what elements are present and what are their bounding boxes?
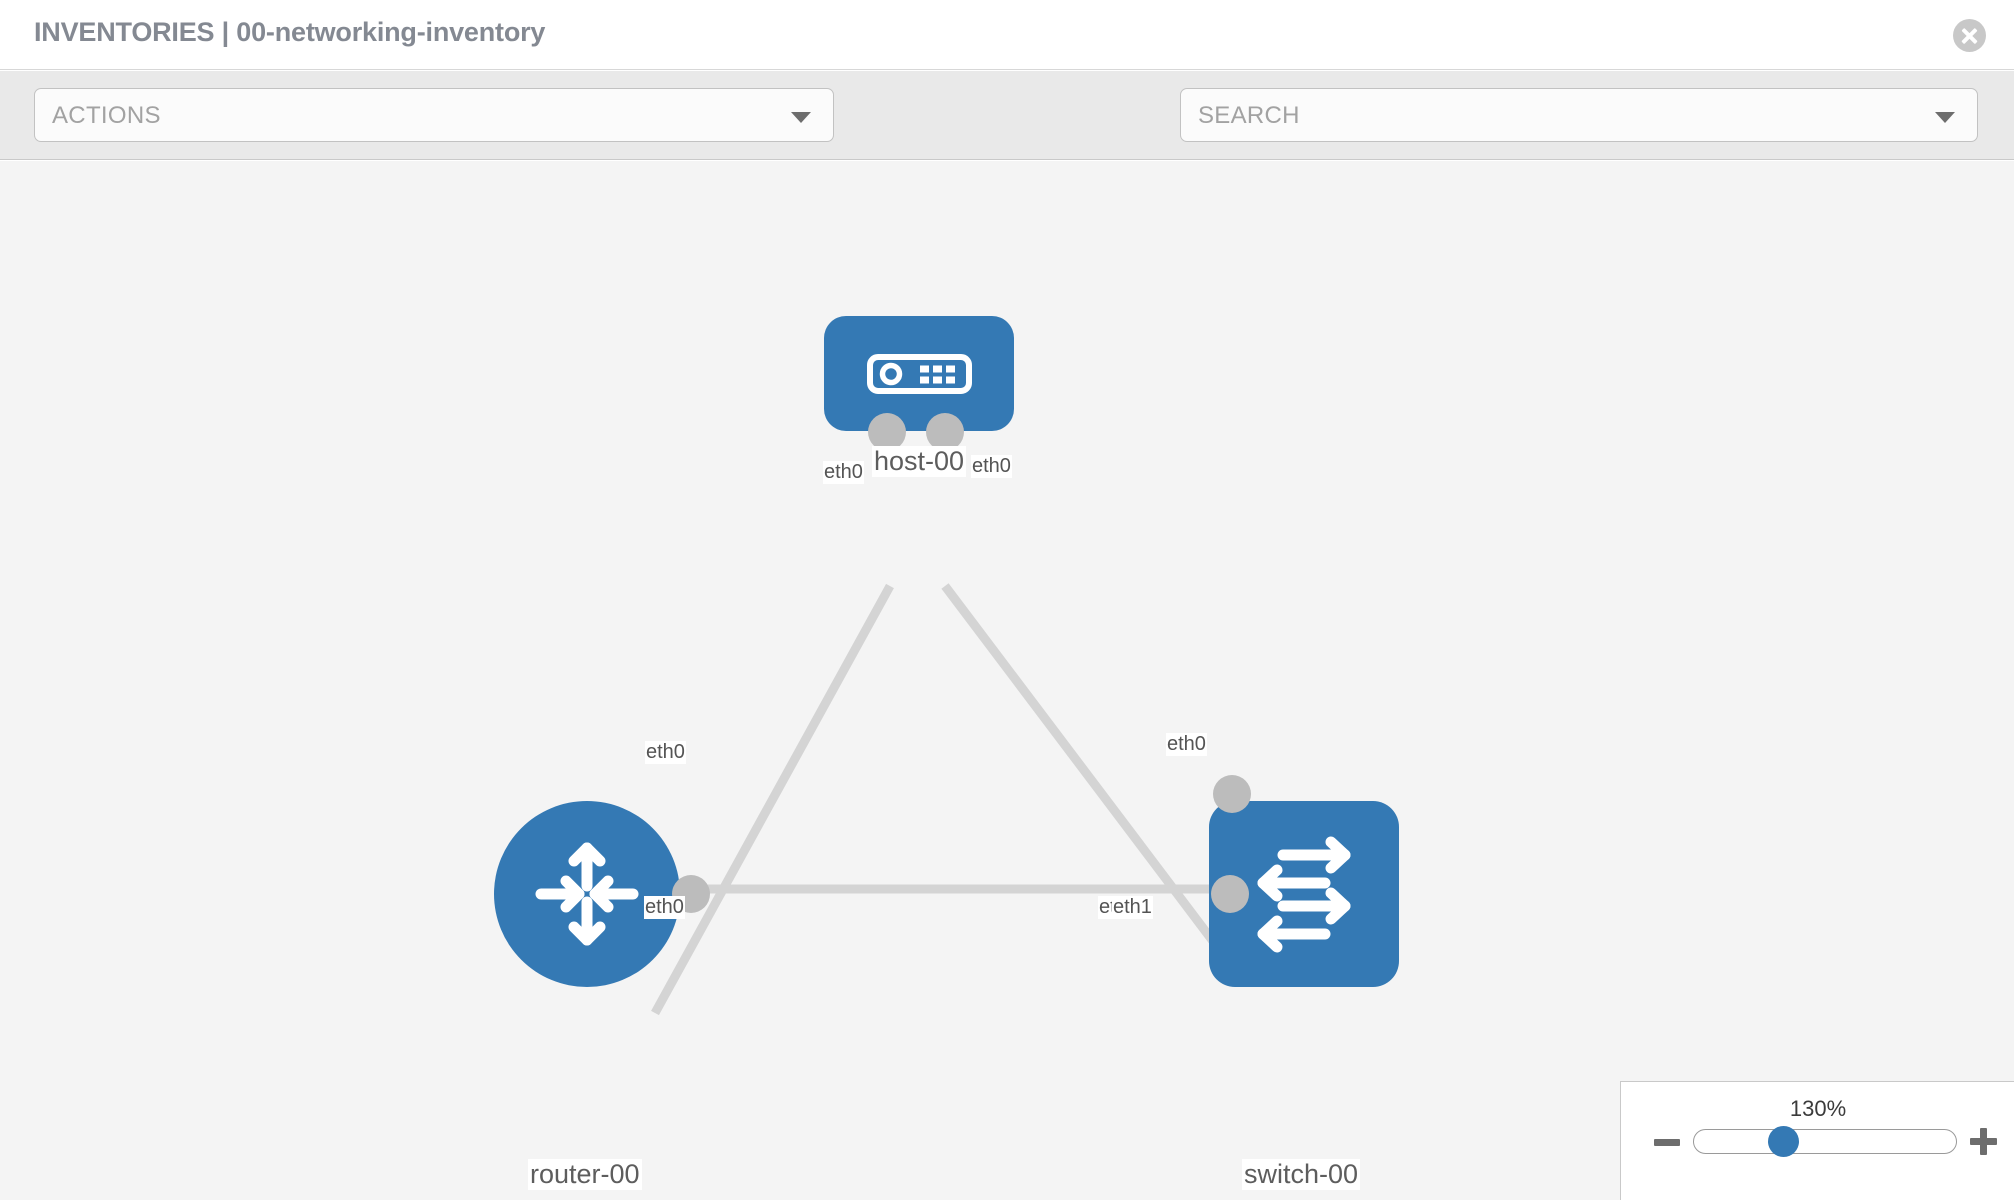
zoom-level-value: 130% [1789,1096,1847,1121]
port-connector-host-right[interactable] [926,413,964,451]
port-label-router-right: eth0 [644,896,685,919]
zoom-control-panel: 130% [1620,1081,2014,1200]
close-icon[interactable] [1953,19,1986,52]
port-connector-host-left[interactable] [868,413,906,451]
search-dropdown[interactable]: SEARCH [1180,88,1978,142]
node-host-00[interactable] [824,316,1014,431]
edge-host-switch[interactable] [941,583,1247,984]
toolbar: ACTIONS SEARCH [0,71,2014,202]
node-label-switch-00: switch-00 [1242,1159,1361,1190]
router-arrows-icon [535,842,639,946]
topology-edges [651,583,1247,1016]
actions-dropdown-label: ACTIONS [52,102,161,129]
node-label-host-00: host-00 [872,446,967,477]
router-node-shape[interactable] [494,801,680,987]
port-connector-switch-up[interactable] [1213,775,1251,813]
node-router-00[interactable] [494,801,680,987]
actions-dropdown[interactable]: ACTIONS [34,88,834,142]
port-label-switch-up: eth0 [1166,733,1207,756]
page-header: INVENTORIES | 00-networking-inventory [0,0,2014,70]
node-label-router-00: router-00 [528,1159,642,1190]
port-label-host-left: eth0 [823,461,864,484]
topology-canvas[interactable]: host-00 eth0 eth0 router-00 eth0 eth0 [0,161,2014,1200]
zoom-slider-thumb[interactable] [1768,1126,1799,1157]
search-input-placeholder: SEARCH [1198,102,1300,129]
plus-icon[interactable] [1970,1128,1997,1155]
page-title: INVENTORIES | 00-networking-inventory [34,17,546,47]
minus-icon[interactable] [1654,1139,1680,1146]
switch-arrows-icon [1257,836,1351,953]
chevron-down-icon [1935,112,1955,123]
port-connector-switch-left[interactable] [1211,875,1249,913]
port-label-switch-left: eth1 [1112,896,1153,919]
port-label-host-right: eth0 [971,455,1012,478]
zoom-slider-track[interactable] [1693,1129,1957,1154]
host-node-shape[interactable] [824,316,1014,431]
server-appliance-icon [866,353,972,394]
edge-host-router[interactable] [651,583,894,1016]
port-label-router-up: eth0 [645,741,686,764]
chevron-down-icon [791,112,811,123]
